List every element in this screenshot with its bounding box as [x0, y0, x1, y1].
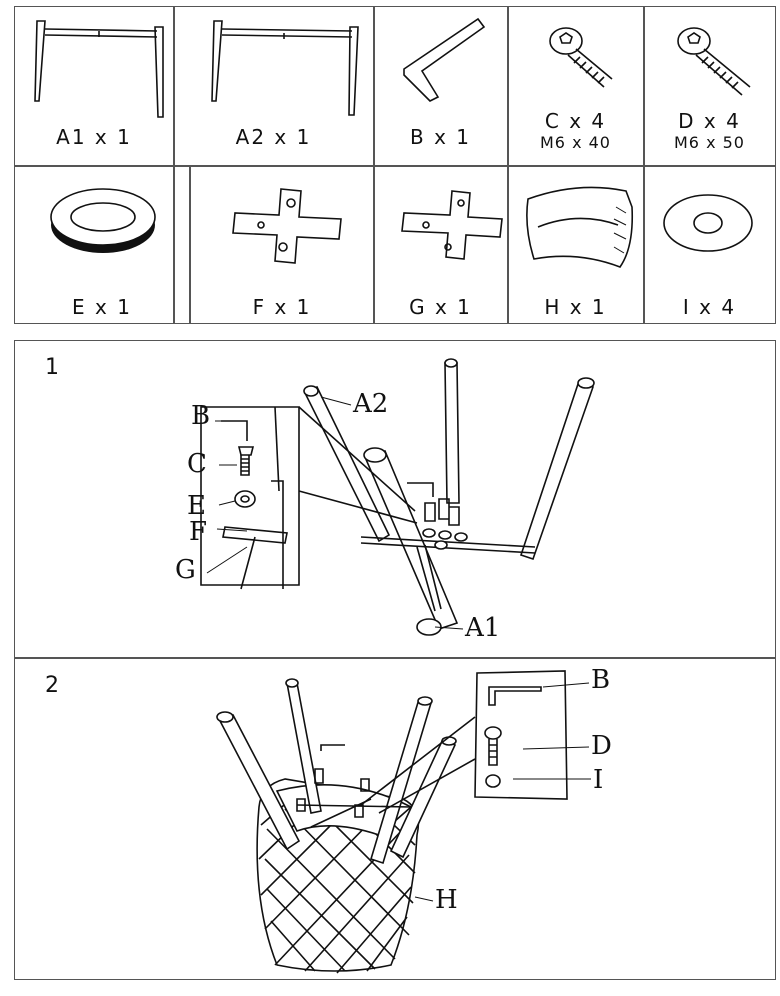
leg-back — [444, 362, 460, 504]
bolt-m6x40-icon — [549, 27, 613, 88]
step-1-diagram — [200, 358, 595, 636]
part-cell-f: F x 1 — [191, 167, 373, 323]
part-label: H x 1 — [544, 295, 607, 319]
part-cell-h: H x 1 — [508, 167, 643, 323]
part-label: F x 1 — [252, 295, 312, 319]
washer-ring-icon — [50, 188, 156, 253]
part-cell-a1: A1 x 1 — [15, 7, 173, 165]
part-cell-i: I x 4 — [644, 167, 775, 323]
callout-d: D — [591, 731, 612, 761]
step-number: 2 — [45, 673, 59, 698]
leg-frame-a2-icon — [211, 20, 359, 116]
callout-i: I — [593, 765, 604, 795]
callout-c: C — [187, 449, 207, 479]
callout-b: B — [591, 665, 611, 695]
part-label: B x 1 — [410, 125, 471, 149]
callout-b: B — [191, 401, 211, 431]
callout-a2: A2 — [353, 389, 389, 419]
part-cell-a2: A2 x 1 — [174, 7, 373, 165]
chair-seat-icon — [526, 186, 634, 268]
step-2-diagram — [216, 670, 591, 974]
part-label: A1 x 1 — [56, 125, 132, 149]
allen-key-icon — [403, 17, 486, 102]
detail-inset-frame — [200, 406, 300, 586]
leg-frame-a1-icon — [34, 20, 164, 118]
part-label: G x 1 — [409, 295, 472, 319]
part-cell-b: B x 1 — [374, 7, 507, 165]
cross-plate-f-icon — [232, 188, 342, 264]
callout-e: E — [187, 491, 206, 521]
flat-washer-icon — [663, 194, 753, 252]
callout-a1: A1 — [465, 613, 501, 643]
callout-h: H — [435, 885, 458, 915]
part-label: A2 x 1 — [235, 125, 312, 149]
step-number: 1 — [45, 355, 59, 380]
part-cell-g: G x 1 — [374, 167, 507, 323]
step-2-panel: 2 B D I H — [14, 658, 776, 980]
step-1-panel: 1 — [14, 340, 776, 658]
parts-list: A1 x 1 A2 x 1 B x 1 C x 4 M6 x 40 — [14, 6, 776, 324]
part-cell-e: E x 1 — [15, 167, 189, 323]
part-label: E x 1 — [72, 295, 132, 319]
grid-divider — [189, 165, 191, 323]
grid-divider — [15, 165, 775, 167]
part-label: C x 4 — [544, 109, 607, 133]
bolt-m6x50-icon — [677, 27, 751, 96]
part-label: I x 4 — [682, 295, 737, 319]
cross-plate-g-icon — [401, 190, 503, 260]
part-cell-d: D x 4 M6 x 50 — [644, 7, 775, 165]
part-spec: M6 x 40 — [540, 133, 611, 152]
callout-f: F — [189, 517, 208, 547]
part-cell-c: C x 4 M6 x 40 — [508, 7, 643, 165]
part-spec: M6 x 50 — [674, 133, 745, 152]
leg-right — [519, 379, 595, 561]
callout-g: G — [175, 555, 196, 585]
detail-inset-frame — [474, 670, 568, 800]
part-label: D x 4 — [678, 109, 741, 133]
